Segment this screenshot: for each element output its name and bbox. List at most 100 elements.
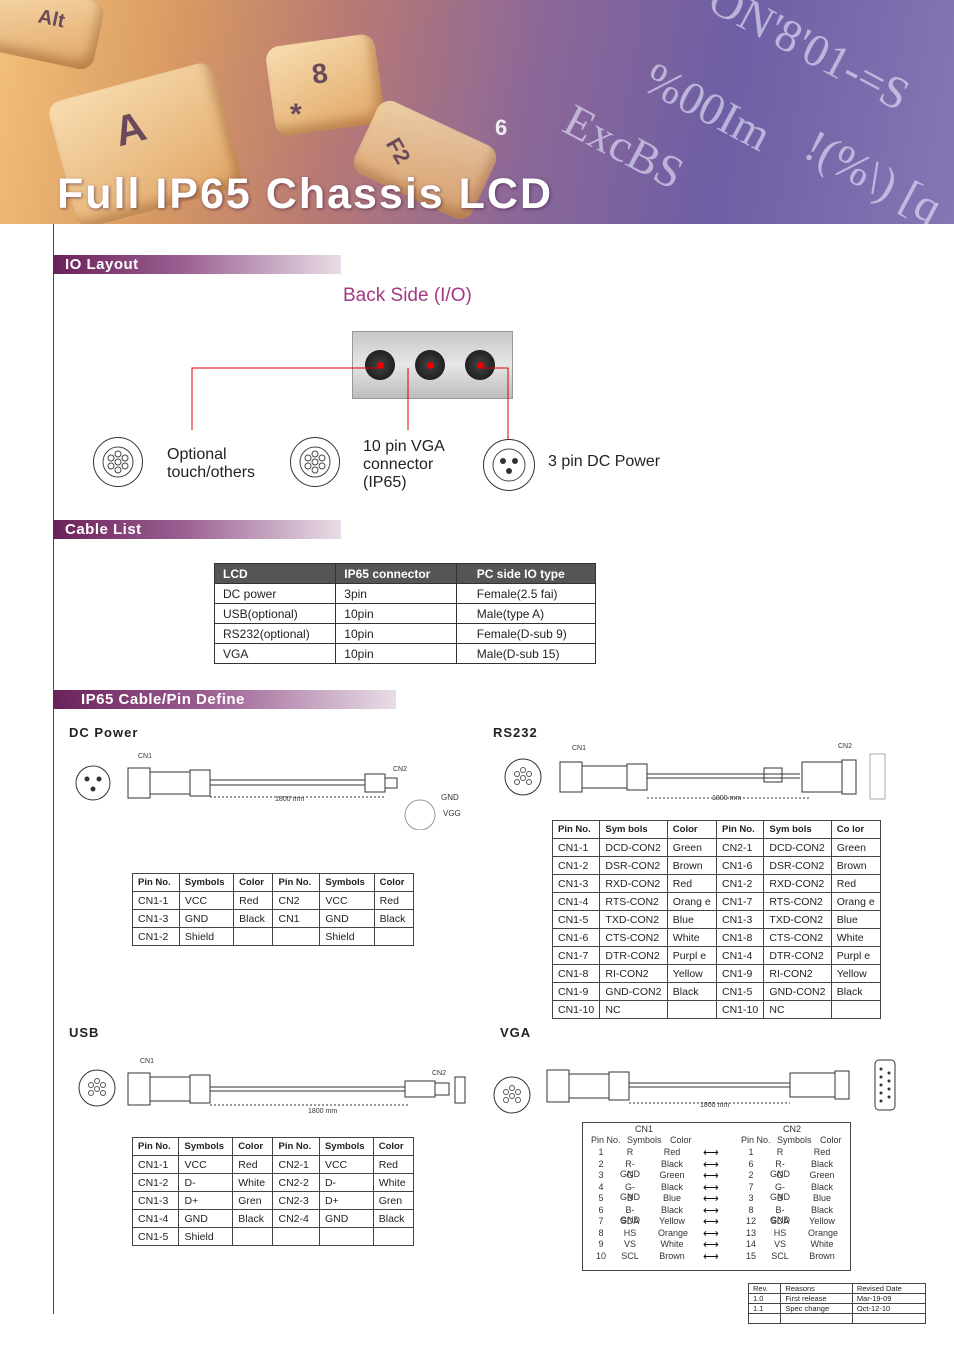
- vga-pin-cell: VS: [773, 1239, 786, 1249]
- 10pin-vga-connector-icon: [290, 437, 340, 487]
- col-header: Pin No.: [591, 1135, 621, 1145]
- vga-pin-cell: SDA: [620, 1216, 640, 1226]
- table-cell: Red: [830, 874, 882, 893]
- table-cell: [372, 1227, 415, 1246]
- table-cell: CN1-2: [715, 874, 765, 893]
- vga-pin-cell: Black: [660, 1204, 683, 1215]
- table-cell: CN1-1: [131, 1155, 180, 1174]
- table-cell: CN1-10: [715, 1000, 765, 1019]
- table-cell: CN2-3: [272, 1191, 320, 1210]
- table-cell: RXD-CON2: [763, 874, 832, 893]
- table-cell: [780, 1313, 853, 1324]
- col-header: Pin No.: [272, 1137, 320, 1156]
- vga-pin-cell: SDA: [770, 1216, 790, 1226]
- keycap-label: *: [290, 98, 302, 131]
- table-cell: CN1-4: [131, 1209, 180, 1228]
- vga-pin-cell: Black: [660, 1181, 683, 1192]
- table-cell: CN1-5: [131, 1227, 180, 1246]
- double-arrow-icon: ⟷: [703, 1216, 719, 1228]
- table-cell: Shield: [178, 927, 235, 946]
- double-arrow-icon: ⟷: [703, 1158, 719, 1171]
- table-cell: Female(2.5 fai): [455, 583, 597, 604]
- cn2-label: CN2: [432, 1070, 447, 1077]
- vga-pin-cell: 8: [598, 1227, 604, 1238]
- table-cell: Red: [666, 874, 717, 893]
- table-cell: Black: [233, 909, 274, 928]
- vga-pin-cell: Yellow: [809, 1216, 835, 1226]
- table-cell: Female(D-sub 9): [455, 623, 597, 644]
- table-cell: TXD-CON2: [599, 910, 668, 929]
- table-cell: GND: [318, 1209, 374, 1228]
- table-cell: NC: [763, 1000, 832, 1019]
- marker-dot: [427, 362, 434, 369]
- table-cell: CN1-2: [131, 1173, 180, 1192]
- vga-pin-cell: Green: [659, 1170, 685, 1180]
- table-cell: [272, 927, 321, 946]
- table-cell: Red: [372, 1155, 415, 1174]
- col-header: IP65 connector: [335, 563, 457, 584]
- table-cell: CN1-3: [715, 910, 765, 929]
- table-cell: CN1-6: [715, 856, 765, 875]
- vga-pin-cell: HS: [773, 1227, 787, 1238]
- back-panel-photo: [352, 331, 513, 399]
- vga-pin-cell: B: [776, 1193, 783, 1203]
- length-label: 1800 mm: [275, 796, 305, 803]
- 3pin-dc-connector-icon: [483, 439, 535, 491]
- vga-pin-cell: 8: [748, 1204, 754, 1215]
- table-cell: Red: [232, 1155, 274, 1174]
- length-label: 1800 mm: [308, 1108, 338, 1115]
- col-header: Symbols: [777, 1135, 812, 1145]
- table-cell: CN1-5: [551, 910, 601, 929]
- rs232-cable-drawing: [504, 753, 886, 800]
- table-cell: D+: [318, 1191, 374, 1210]
- vga-pin-cell: White: [810, 1239, 834, 1249]
- vga-label-text: 10 pin VGA connector (IP65): [363, 438, 445, 491]
- col-header: Co lor: [830, 820, 882, 839]
- table-cell: CN1-6: [551, 928, 601, 947]
- table-cell: CN1-3: [131, 1191, 180, 1210]
- col-header: Symbols: [178, 1137, 234, 1156]
- table-cell: DSR-CON2: [599, 856, 668, 875]
- vga-pin-cell: Black: [810, 1181, 833, 1192]
- col-header: Color: [372, 1137, 415, 1156]
- table-cell: Shield: [178, 1227, 234, 1246]
- table-cell: D-: [318, 1173, 374, 1192]
- table-cell: CN1-8: [551, 964, 601, 983]
- table-cell: CN1-1: [132, 891, 180, 910]
- table-cell: RI-CON2: [763, 964, 832, 983]
- vga-pin-cell: 6: [748, 1158, 754, 1169]
- vga-pin-cell: 13: [745, 1227, 756, 1238]
- table-cell: Yellow: [830, 964, 882, 983]
- vga-pin-cell: G: [626, 1170, 634, 1180]
- vga-pin-cell: 1: [748, 1147, 754, 1157]
- vga-pin-cell: G: [776, 1170, 784, 1180]
- table-cell: 3pin: [335, 583, 457, 604]
- table-cell: Orang e: [830, 892, 882, 911]
- table-cell: CN2-1: [272, 1155, 320, 1174]
- table-cell: CN2-2: [272, 1173, 320, 1192]
- col-header: Color: [666, 820, 717, 839]
- col-header: Color: [373, 873, 415, 892]
- table-cell: White: [372, 1173, 415, 1192]
- table-cell: Gren: [372, 1191, 415, 1210]
- vga-pin-cell: 4: [598, 1181, 604, 1192]
- vga-pin-cell: 6: [598, 1204, 604, 1215]
- table-cell: [666, 1000, 717, 1019]
- vga-pin-cell: 1: [598, 1147, 604, 1157]
- table-cell: White: [232, 1173, 274, 1192]
- vgg-label: VGG: [443, 809, 461, 818]
- cable-list-table: LCD IP65 connector PC side IO type DC po…: [213, 563, 597, 664]
